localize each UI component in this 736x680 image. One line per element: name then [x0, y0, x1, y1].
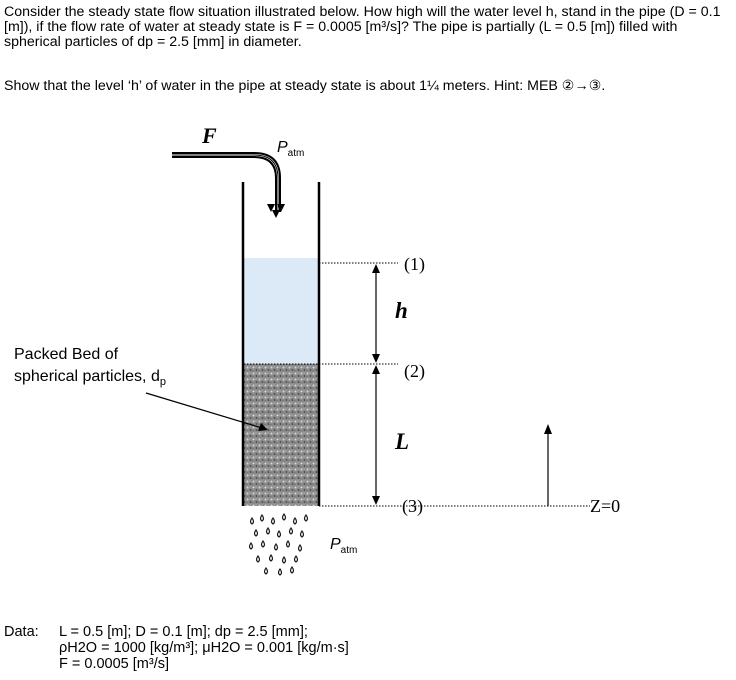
problem-statement: Consider the steady state flow situation…: [4, 4, 721, 50]
data-line-3: F = 0.0005 [m³/s]: [59, 656, 170, 672]
L-label: L: [395, 429, 410, 454]
inlet-pipe: [172, 152, 281, 212]
data-heading: Data:: [4, 624, 39, 640]
z-zero-label: Z=0: [590, 496, 621, 516]
point-3-label: (3): [402, 496, 423, 516]
packed-bed-label: Packed Bed of spherical particles, dp: [14, 346, 166, 389]
data-line-1: L = 0.5 [m]; D = 0.1 [m]; dp = 2.5 [mm];: [59, 624, 308, 640]
point-1-label: (1): [404, 254, 425, 274]
data-line-2: ρH2O = 1000 [kg/m³]; μH2O = 0.001 [kg/m·…: [59, 640, 349, 656]
point-2-label: (2): [404, 361, 425, 381]
inflow-arrows: [267, 204, 285, 218]
packed-bed: [244, 364, 318, 506]
patm-top-label: Patm: [277, 139, 305, 160]
bed-pointer-arrow: [145, 392, 268, 431]
L-dimension-arrow: [372, 365, 380, 505]
outflow-droplets: [248, 512, 309, 576]
water-column: [244, 258, 318, 364]
flow-label-F: F: [202, 123, 217, 148]
h-label: h: [395, 298, 408, 323]
h-dimension-arrow: [372, 264, 380, 363]
patm-bottom-label: Patm: [330, 536, 358, 557]
z-axis-arrow: [544, 424, 552, 506]
problem-instruction: Show that the level ‘h’ of water in the …: [4, 78, 606, 94]
